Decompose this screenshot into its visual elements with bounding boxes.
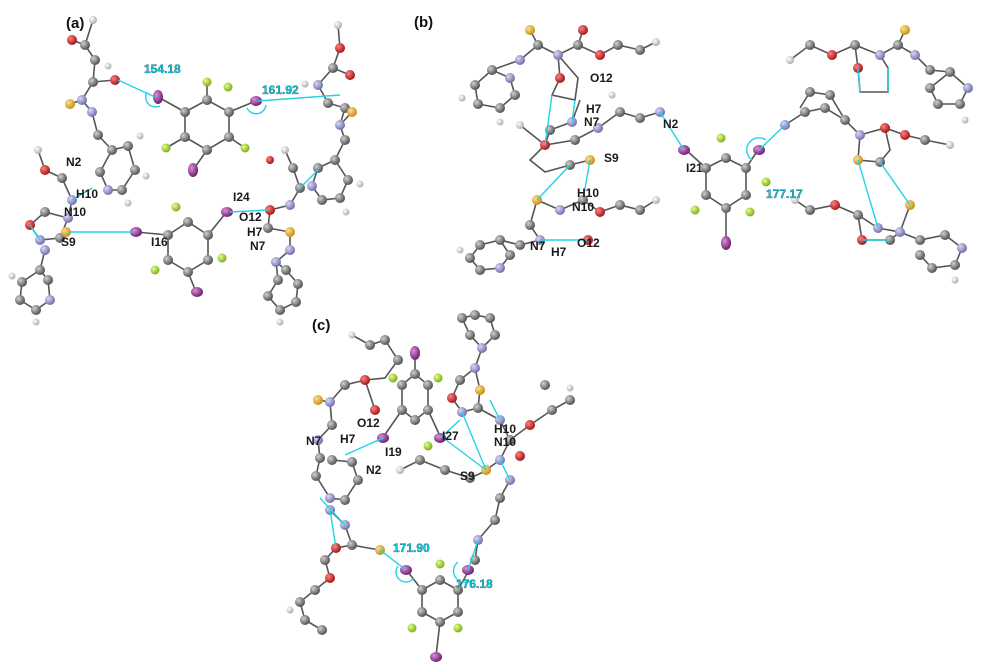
panel-a-angle-1: 154.18	[144, 62, 181, 76]
panel-b-left-bottom-molecule	[456, 195, 660, 275]
panel-c-angle-1: 171.90	[393, 541, 430, 555]
panel-c-label: (c)	[312, 317, 330, 334]
panel-a-atom-label: I24	[233, 190, 250, 204]
panel-a-label: (a)	[66, 15, 84, 32]
panel-a-atom-label: H7	[247, 225, 263, 239]
panel-a-contacts	[29, 79, 341, 241]
panel-b-atom-label: N2	[663, 117, 679, 131]
panel-a-atom-label: N7	[250, 239, 266, 253]
panel-a-upper-left-molecule	[65, 16, 150, 207]
panel-b-angle-1: 177.17	[766, 187, 803, 201]
panel-b-atom-label: O12	[590, 71, 613, 85]
panel-a-atom-label: N10	[64, 205, 86, 219]
panel-c-right-lower-molecule	[470, 475, 515, 565]
panel-a-atom-label: O12	[239, 210, 262, 224]
panel-b-right-middle-molecule	[780, 87, 954, 167]
panel-c-atom-label: N2	[366, 463, 382, 477]
panel-b-atom-label: H7	[551, 245, 567, 259]
panel-b-atom-label: N7	[530, 239, 546, 253]
panel-b-left-upper-molecule	[458, 25, 660, 126]
panel-c-atom-label: H7	[340, 432, 356, 446]
panel-a-atom-label: S9	[61, 235, 76, 249]
panel-b-xb-donor	[678, 133, 771, 250]
panel-b-atom-label: O12	[577, 236, 600, 250]
panel-b-atom-label: H10	[577, 186, 599, 200]
panel-b-atom-label: I21	[686, 161, 703, 175]
panel-a-atom-label: N2	[66, 155, 82, 169]
panel-c-atom-label: I27	[442, 429, 459, 443]
panel-a: (a)	[8, 15, 364, 326]
panel-c-lower-xb-donor	[400, 559, 474, 662]
panel-b-right-upper-molecule	[786, 25, 973, 124]
panel-b-atom-label: H7	[586, 102, 602, 116]
panel-c-right-upper-molecule	[447, 310, 575, 475]
panel-b-atom-label: S9	[604, 151, 619, 165]
panel-c-angle-2: 176.18	[456, 577, 493, 591]
panel-a-lower-xb-donor	[130, 202, 233, 297]
panel-a-upper-right-molecule	[301, 21, 364, 216]
panel-a-atom-label: H10	[76, 187, 98, 201]
panel-b: (b)	[414, 14, 973, 284]
panel-b-atom-label: N10	[572, 200, 594, 214]
panel-c-contacts	[319, 399, 511, 584]
panel-c-atom-label: S9	[460, 469, 475, 483]
panel-a-angle-2: 161.92	[262, 83, 299, 97]
panel-c-atom-label: I19	[385, 445, 402, 459]
panel-c-atom-label: N7	[306, 434, 322, 448]
panel-b-contacts	[536, 67, 911, 241]
panel-b-atom-label: N7	[584, 115, 600, 129]
panel-c-atom-label: O12	[357, 416, 380, 430]
panel-c-left-upper-molecule	[311, 331, 403, 505]
panel-a-lower-right-molecule	[263, 146, 305, 326]
panel-a-atom-label: I16	[151, 235, 168, 249]
panel-c-atom-label: N10	[494, 435, 516, 449]
panel-c-atom-label: H10	[494, 422, 516, 436]
panel-c: (c)	[286, 310, 575, 662]
panel-a-upper-xb-donor	[153, 77, 262, 177]
panel-c-lower-left-molecule	[286, 505, 385, 635]
panel-b-label: (b)	[414, 14, 433, 31]
panel-c-upper-xb-donors	[377, 346, 489, 483]
